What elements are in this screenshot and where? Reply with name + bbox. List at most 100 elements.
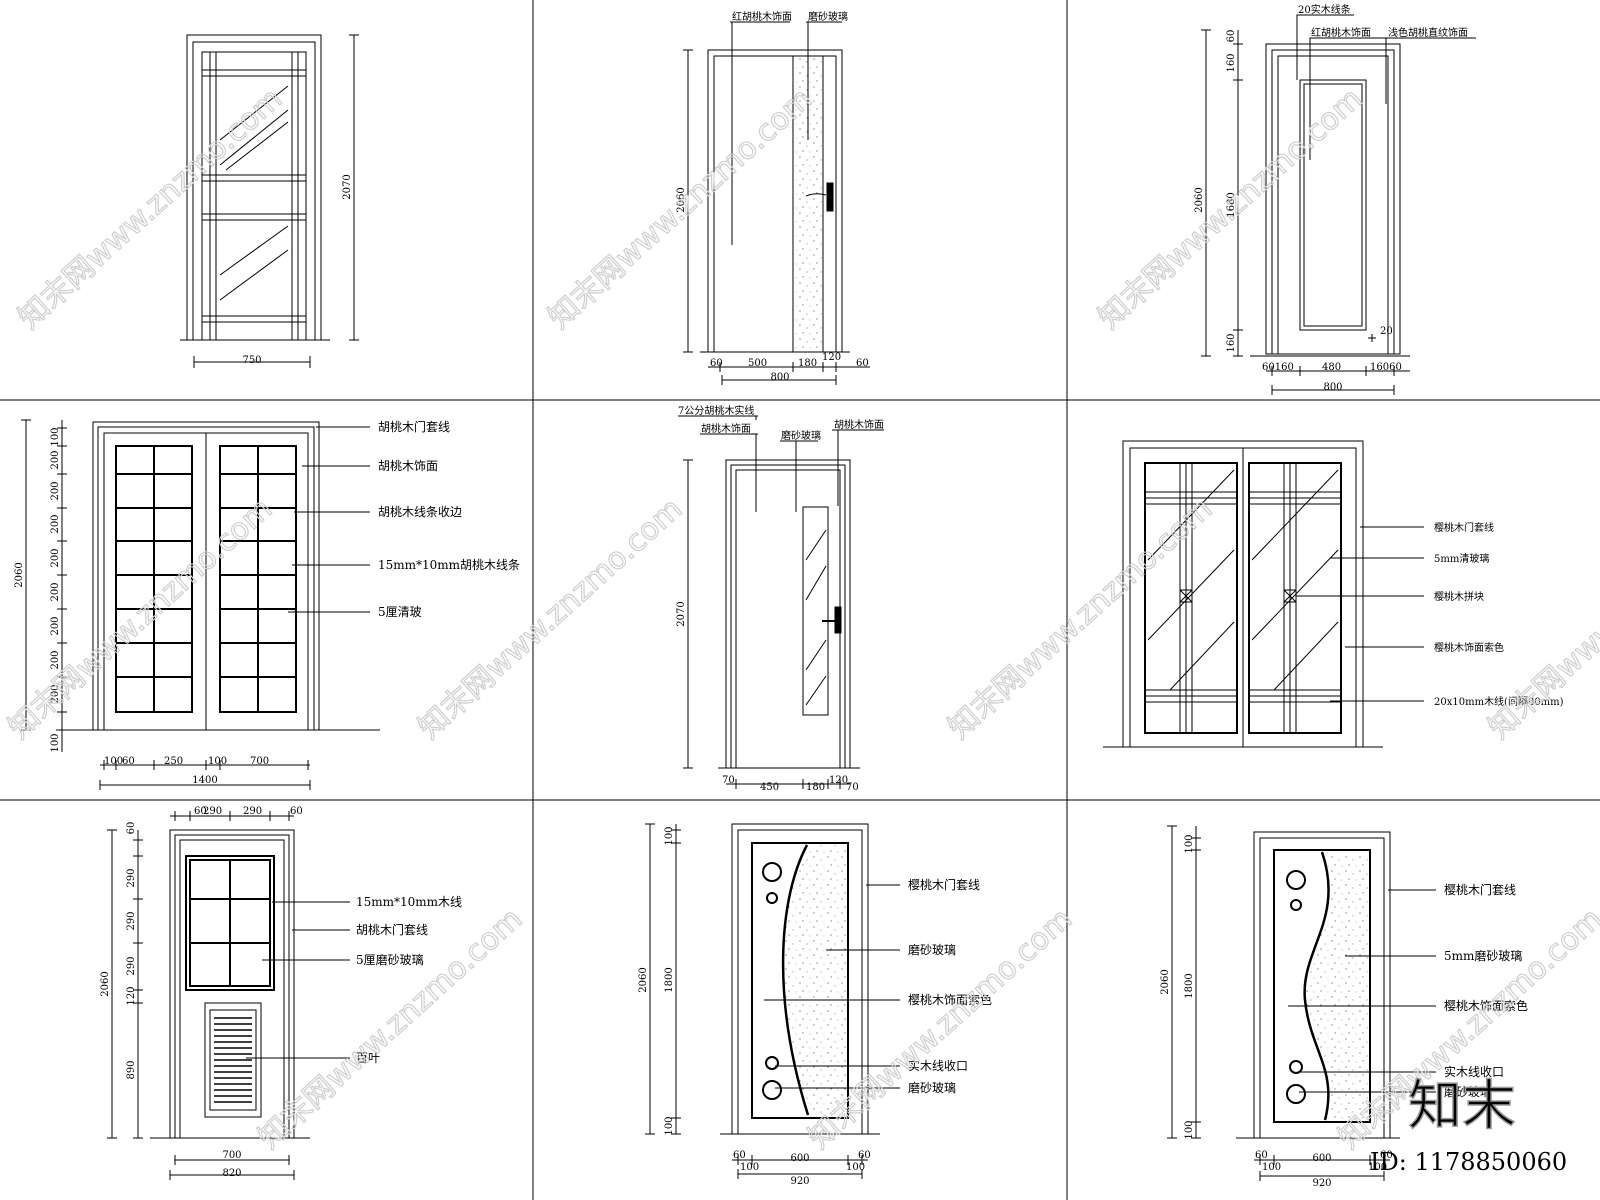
panel-7-dim-wtop4: 60 — [290, 806, 303, 817]
panel-8-dim-w2: 100 — [740, 1162, 759, 1173]
panel-2-dim-w2: 500 — [748, 358, 767, 369]
panel-7-dim-h1: 60 — [126, 822, 137, 835]
panel-2-dim-w1: 60 — [710, 358, 723, 369]
panel-3-height-dim: 2060 — [1194, 187, 1205, 212]
panel-3-label-light-walnut: 浅色胡桃直纹饰面 — [1388, 26, 1468, 39]
panel-9-height-dim: 2060 — [1160, 969, 1171, 994]
panel-4-dim-row: 200 — [50, 582, 61, 601]
panel-4-dim-wb: 60 — [122, 756, 135, 767]
watermark-text: 知末网www.znzmo.com — [12, 81, 289, 336]
panel-9-dim-w2: 100 — [1262, 1162, 1281, 1173]
panel-9-dim-w3: 600 — [1312, 1153, 1331, 1164]
panel-4-label-veneer: 胡桃木饰面 — [378, 458, 438, 473]
panel-7-label-louver: 百叶 — [356, 1051, 380, 1065]
panel-5-dim-w1: 70 — [722, 775, 735, 786]
panel-9-dim-w1: 60 — [1255, 1150, 1268, 1161]
panel-1-door — [180, 34, 330, 341]
panel-2-leaders — [730, 21, 842, 245]
panel-4-dim-bottom: 100 — [50, 733, 61, 752]
panel-4-dim-wd: 100 — [208, 756, 227, 767]
panel-4-dim-row: 200 — [50, 450, 61, 469]
panel-2-label-walnut: 红胡桃木饰面 — [732, 10, 792, 23]
panel-5-label-veneer: 胡桃木饰面 — [701, 422, 751, 435]
panel-7-label-strip: 15mm*10mm木线 — [356, 895, 462, 909]
panel-7-dims — [107, 811, 295, 1180]
panel-7-leaders — [246, 901, 350, 1059]
panel-9-label-frost: 5mm磨砂玻璃 — [1444, 949, 1522, 963]
panel-5-dim-w2: 450 — [760, 782, 779, 793]
panel-6-leaders — [1296, 526, 1424, 702]
panel-1-height-dim: 2070 — [342, 174, 353, 199]
panel-3-label-strip: 20实木线条 — [1298, 3, 1351, 16]
panel-8-leaders — [764, 884, 900, 1089]
panel-2-dim-w4: 120 — [822, 352, 841, 363]
panel-9-leaders — [1288, 889, 1436, 1093]
panel-8-dim-w4: 100 — [846, 1162, 865, 1173]
panel-6-label-stain: 樱桃木饰面索色 — [1434, 641, 1504, 654]
panel-4-door — [56, 421, 380, 731]
watermark-text: 知末网www.znzmo.com — [1092, 81, 1369, 336]
panel-8-label-frost: 磨砂玻璃 — [908, 943, 956, 957]
panel-8-dim-total: 920 — [790, 1176, 809, 1187]
panel-5-door — [718, 459, 860, 769]
panel-3-dim-h1: 60 — [1226, 30, 1237, 43]
panel-7-dim-wtop2: 290 — [203, 806, 222, 817]
panel-7-dim-h5: 120 — [126, 986, 137, 1005]
panel-7-door — [150, 829, 310, 1139]
panel-9-label-trim: 实木线收口 — [1444, 1064, 1504, 1079]
panel-1-width-dim: 750 — [242, 355, 261, 366]
panel-9-dim-w4: 100 — [1368, 1162, 1387, 1173]
panel-4-label-edging: 胡桃木线条收边 — [378, 504, 462, 519]
panel-2-door — [700, 49, 850, 353]
panel-5-label-veneer-2: 胡桃木饰面 — [834, 418, 884, 431]
panel-4-label-glass: 5厘清玻 — [378, 605, 422, 619]
panel-3-dim-h3: 1680 — [1226, 192, 1237, 217]
panel-5-dim-w4: 120 — [829, 775, 848, 786]
panel-8-label-trim: 实木线收口 — [908, 1058, 968, 1073]
watermark-text: 知末网www.znzmo.com — [542, 81, 819, 336]
panel-4-leaders — [288, 426, 370, 613]
panel-4-dim-total: 1400 — [192, 775, 217, 786]
panel-9-door — [1236, 831, 1400, 1139]
panel-8-dim-htop: 100 — [664, 826, 675, 845]
watermark-text: 知末网www.znzmo.com — [942, 491, 1219, 746]
panel-4-dim-wc: 250 — [164, 756, 183, 767]
panel-9-dims — [1167, 825, 1390, 1181]
panel-5-leaders — [678, 415, 884, 512]
panel-7-dim-wbottom: 700 — [222, 1150, 241, 1161]
panel-4-dims — [21, 419, 311, 790]
panel-7-dim-h3: 290 — [126, 911, 137, 930]
panel-8-height-dim: 2060 — [638, 967, 649, 992]
panel-7-dim-h6: 890 — [126, 1060, 137, 1079]
panel-5-dim-w5: 70 — [846, 782, 859, 793]
panel-4-label-casing: 胡桃木门套线 — [378, 419, 450, 434]
panel-3-dim-h4: 160 — [1226, 333, 1237, 352]
panel-7-label-frost: 5厘磨砂玻璃 — [356, 953, 424, 967]
panel-3-dims — [1201, 29, 1410, 395]
panel-2-dim-total: 800 — [770, 372, 789, 383]
panel-6-label-strip: 20x10mm木线(间隔80mm) — [1434, 695, 1564, 708]
panel-4-dim-we: 700 — [250, 756, 269, 767]
panel-4-dim-row: 200 — [50, 548, 61, 567]
panel-6-label-block: 樱桃木拼块 — [1434, 590, 1484, 603]
panel-8-dims — [645, 823, 868, 1179]
panel-9-dim-htop: 100 — [1184, 834, 1195, 853]
panel-9-dim-hbottom: 100 — [1184, 1120, 1195, 1139]
panel-8-dim-w1: 60 — [733, 1150, 746, 1161]
panel-3-dim-total: 800 — [1323, 382, 1342, 393]
panel-2-label-frost: 磨砂玻璃 — [808, 10, 848, 23]
panel-9-label-stain: 樱桃木饰面索色 — [1444, 998, 1528, 1013]
panel-2-dim-w3: 180 — [798, 358, 817, 369]
panel-3-dim-wparts2: 16060 — [1370, 362, 1402, 373]
panel-8-door — [720, 823, 880, 1135]
watermark-text: 知末网www.znzmo.com — [412, 491, 689, 746]
panel-3-dim-h2: 160 — [1226, 53, 1237, 72]
panel-6-label-casing: 樱桃木门套线 — [1434, 521, 1494, 534]
panel-3-dim-wmid: 480 — [1322, 362, 1341, 373]
panel-4-label-strips: 15mm*10mm胡桃木线条 — [378, 557, 520, 572]
watermark-text: 知末网www.znzmo.com — [2, 491, 279, 746]
panel-8-label-casing: 樱桃木门套线 — [908, 877, 980, 892]
panel-7-height-dim: 2060 — [100, 971, 111, 996]
panel-9-dim-w5: 60 — [1380, 1150, 1393, 1161]
